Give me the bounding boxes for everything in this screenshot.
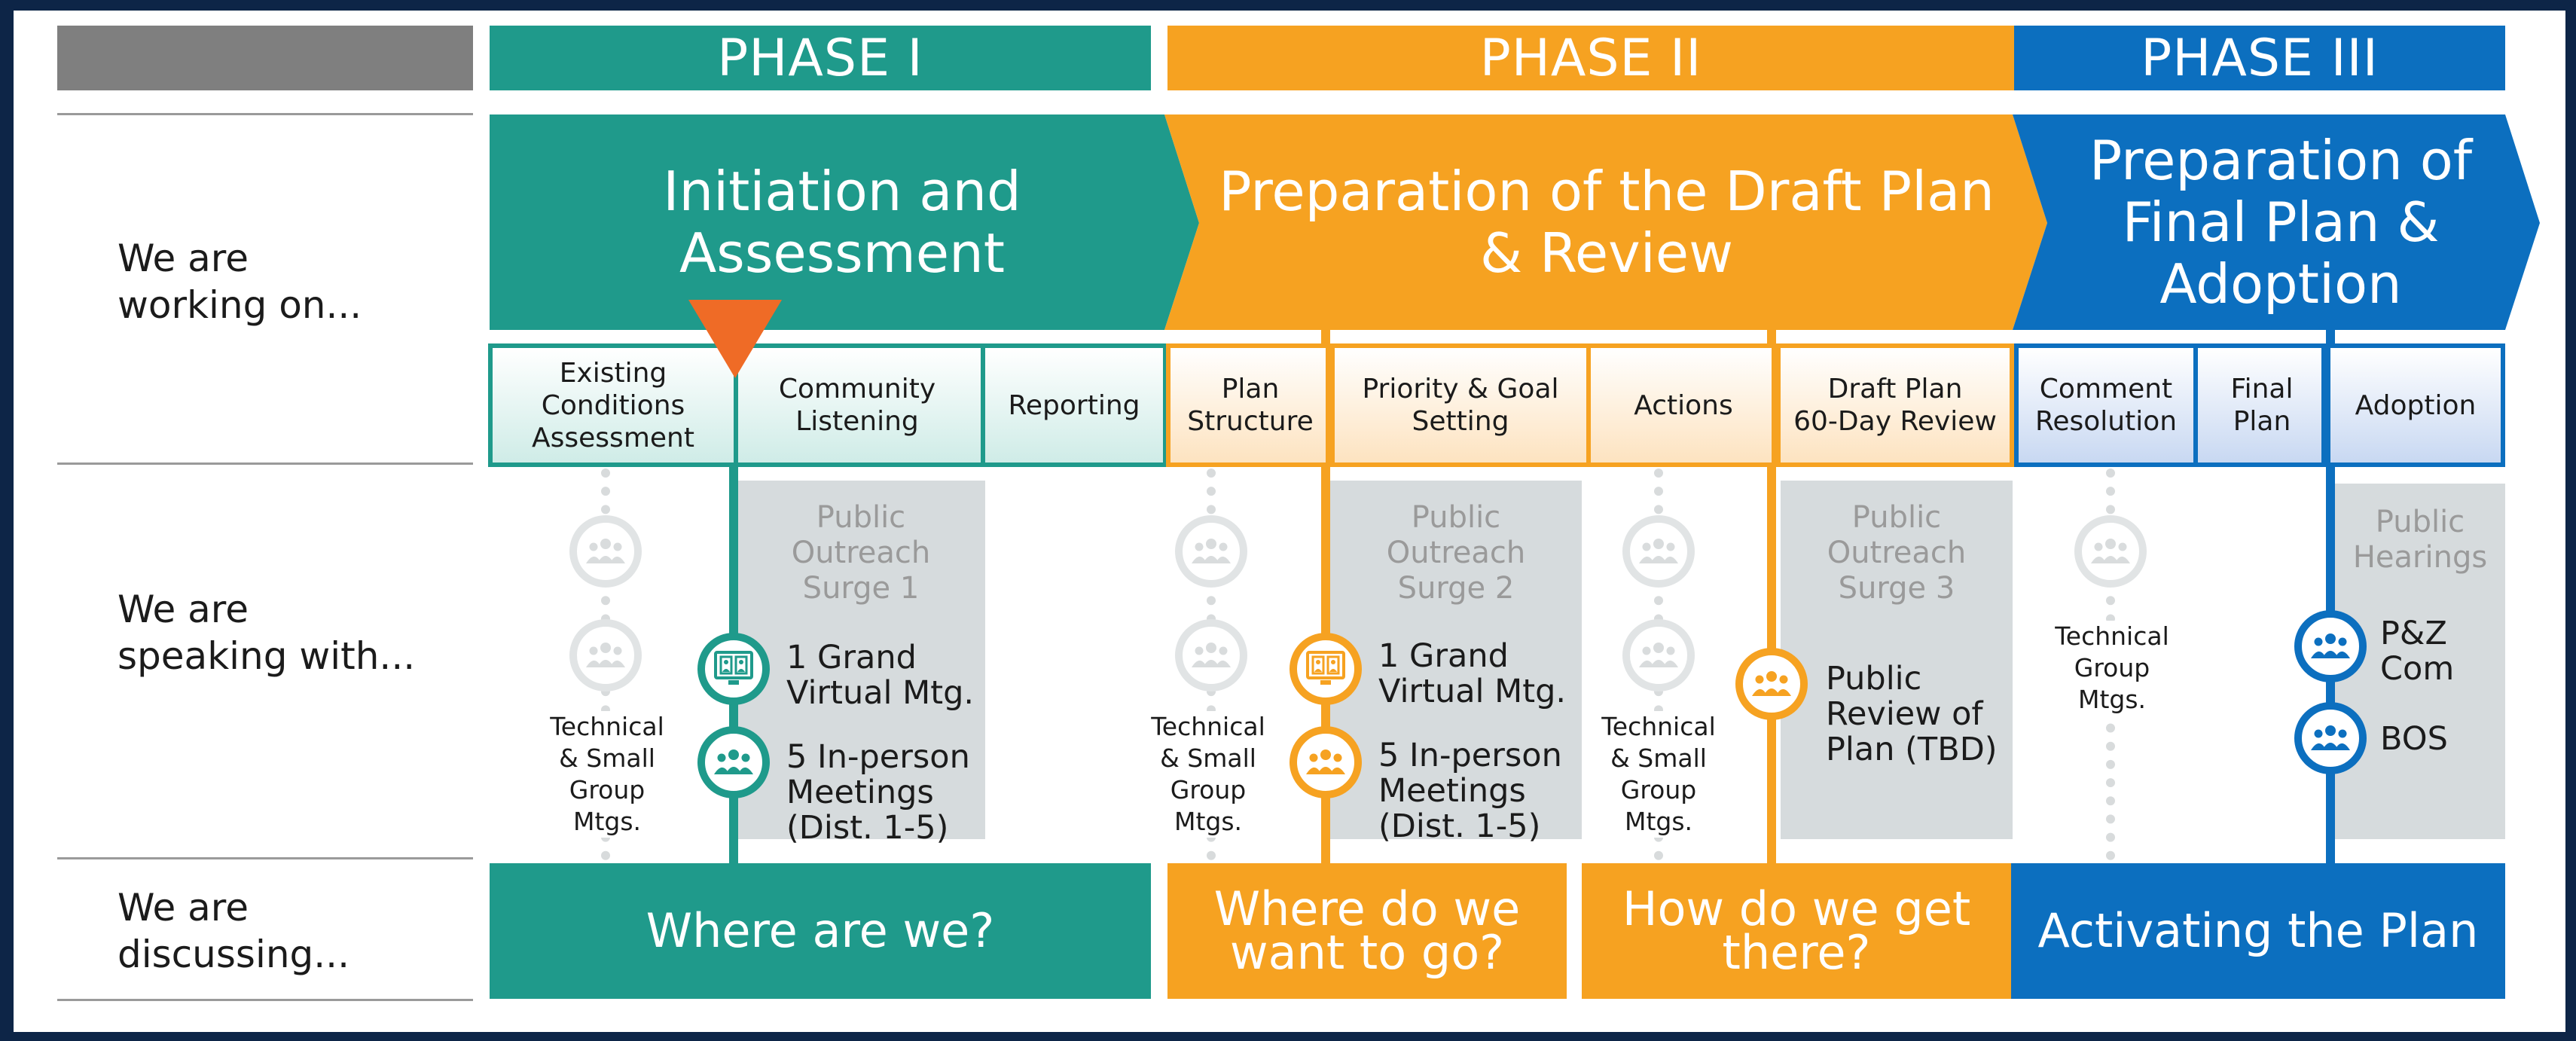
- question-box-2: Where do we want to go?: [1167, 863, 1567, 999]
- surge-box-3: [1781, 481, 2013, 839]
- task-priority-goal: Priority & Goal Setting: [1330, 343, 1586, 467]
- surge-box-4: [2335, 484, 2505, 839]
- group-people-icon: [2294, 702, 2367, 774]
- row-divider-top: [57, 113, 473, 115]
- task-community-listening: Community Listening: [734, 343, 981, 467]
- virtual-meeting-icon: [1290, 633, 1362, 705]
- tech-label-1: Technical & Small Group Mtgs.: [533, 711, 681, 838]
- grand-virtual-mtg-1: 1 Grand Virtual Mtg.: [786, 639, 975, 712]
- row-divider-bottom: [57, 999, 473, 1001]
- surge-2-title: Public Outreach Surge 2: [1386, 500, 1526, 606]
- phase-1-label: PHASE I: [717, 28, 923, 88]
- virtual-meeting-icon: [697, 633, 770, 705]
- task-reporting: Reporting: [981, 343, 1167, 467]
- task-plan-structure: Plan Structure: [1166, 343, 1330, 467]
- in-person-meetings-2: 5 In-person Meetings (Dist. 1-5): [1378, 737, 1562, 845]
- tech-label-2: Technical & Small Group Mtgs.: [1133, 711, 1283, 838]
- phase-2-header: PHASE II: [1167, 26, 2014, 90]
- row-label-discussing: We are discussing...: [118, 886, 349, 976]
- surge-1-title: Public Outreach Surge 1: [791, 500, 931, 606]
- current-position-triangle-icon: [688, 300, 782, 378]
- surge-3-title: Public Outreach Surge 3: [1827, 500, 1967, 606]
- row-divider-working: [57, 462, 473, 465]
- banner-2-text: Preparation of the Draft Plan & Review: [1219, 160, 1995, 285]
- row-label-working: We are working on...: [118, 237, 362, 327]
- task-final-plan: Final Plan: [2193, 343, 2326, 467]
- row-divider-speaking: [57, 857, 473, 859]
- phase-2-label: PHASE II: [1479, 28, 1702, 88]
- task-draft-plan-review: Draft Plan 60-Day Review: [1776, 343, 2014, 467]
- group-people-icon: [569, 619, 642, 691]
- public-review-of-plan: Public Review of Plan (TBD): [1826, 660, 1998, 768]
- task-separator-blue: [2321, 343, 2326, 467]
- process-diagram: PHASE I PHASE II PHASE III We are workin…: [14, 11, 2565, 1032]
- surge-box-1: [737, 481, 985, 839]
- banner-1-text: Initiation and Assessment: [663, 160, 1021, 285]
- banner-3-text: Preparation of Final Plan & Adoption: [2089, 129, 2473, 316]
- phase-banners: [490, 114, 2540, 330]
- question-box-4: Activating the Plan: [2011, 863, 2505, 999]
- group-people-icon: [1622, 515, 1695, 588]
- pz-commission: P&Z Com: [2380, 615, 2455, 688]
- task-actions: Actions: [1586, 343, 1776, 467]
- surge-4-title: Public Hearings: [2352, 505, 2488, 575]
- group-people-icon: [2074, 515, 2147, 588]
- phase-3-header: PHASE III: [2014, 26, 2505, 90]
- banner-1-shape: [490, 114, 1199, 330]
- group-people-icon: [1735, 648, 1808, 720]
- tech-label-3: Technical & Small Group Mtgs.: [1583, 711, 1734, 838]
- task-separator: [734, 343, 738, 467]
- grand-virtual-mtg-2: 1 Grand Virtual Mtg.: [1378, 637, 1567, 710]
- banner-2-shape: [1164, 114, 2047, 330]
- phase-1-header: PHASE I: [490, 26, 1151, 90]
- group-people-icon: [2294, 610, 2367, 682]
- surge-box-2: [1330, 481, 1582, 839]
- banner-3-shape: [2013, 114, 2540, 330]
- row-label-speaking: We are speaking with...: [118, 588, 416, 678]
- group-people-icon: [697, 726, 770, 798]
- in-person-meetings-1: 5 In-person Meetings (Dist. 1-5): [786, 738, 970, 847]
- group-people-icon: [1175, 515, 1247, 588]
- corner-block: [57, 26, 473, 90]
- task-adoption: Adoption: [2326, 343, 2505, 467]
- task-comment-resolution: Comment Resolution: [2014, 343, 2193, 467]
- task-separator-orange-1: [1326, 343, 1330, 467]
- question-box-1: Where are we?: [490, 863, 1151, 999]
- group-people-icon: [1290, 726, 1362, 798]
- question-box-3: How do we get there?: [1582, 863, 2011, 999]
- board-of-supervisors: BOS: [2380, 720, 2448, 758]
- tech-label-4: Technical Group Mtgs.: [2038, 621, 2186, 716]
- group-people-icon: [1175, 619, 1247, 691]
- task-existing-conditions: Existing Conditions Assessment: [488, 343, 734, 467]
- task-separator-orange-2: [1772, 343, 1776, 467]
- phase-3-label: PHASE III: [2141, 28, 2379, 88]
- group-people-icon: [569, 515, 642, 588]
- group-people-icon: [1622, 619, 1695, 691]
